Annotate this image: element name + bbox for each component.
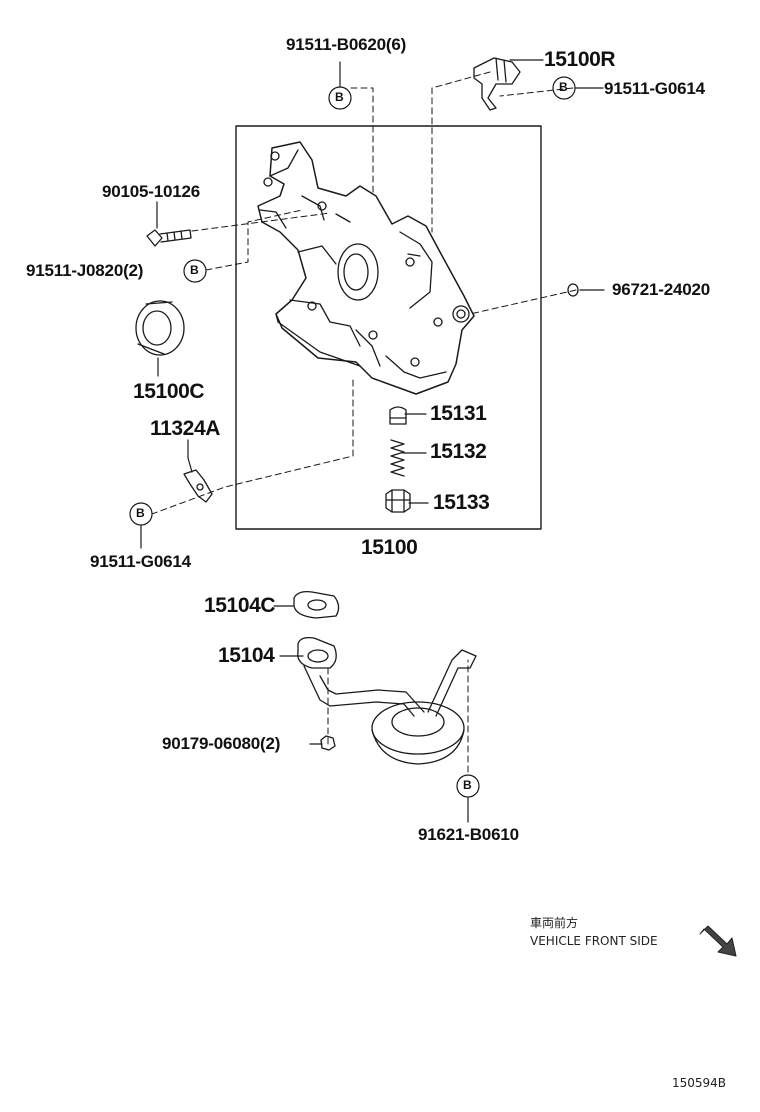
label-96721-24020: 96721-24020 <box>612 280 711 299</box>
callout-b-5: B <box>463 778 472 792</box>
label-15132: 15132 <box>430 440 487 463</box>
oil-strainer-15104 <box>297 636 477 765</box>
label-15100c: 15100C <box>133 380 205 403</box>
relief-spring-15132 <box>390 439 405 477</box>
vehicle-front-japanese: 車両前方 <box>530 916 579 930</box>
label-15100: 15100 <box>361 536 418 559</box>
label-91511-j0820: 91511-J0820(2) <box>26 261 144 280</box>
label-11324a: 11324A <box>150 417 221 440</box>
sensor-15100r <box>473 57 521 111</box>
vehicle-front-english: VEHICLE FRONT SIDE <box>530 934 658 948</box>
callout-b-3: B <box>190 263 199 277</box>
bracket-11324a <box>183 469 213 503</box>
callout-circle-b0620 <box>328 86 352 110</box>
relief-plunger-15131 <box>389 406 407 425</box>
assembly-frame <box>235 125 542 530</box>
leader-lines <box>140 59 605 823</box>
label-15104: 15104 <box>218 644 275 667</box>
oil-pump-housing <box>257 141 475 395</box>
gasket-15104c <box>293 590 340 619</box>
label-90105-10126: 90105-10126 <box>102 182 201 201</box>
label-91621-b0610: 91621-B0610 <box>418 825 519 844</box>
bolt-90105-10126 <box>146 229 192 247</box>
label-15131: 15131 <box>430 402 487 425</box>
label-91511-b0620: 91511-B0620(6) <box>286 35 407 54</box>
label-90179-06080: 90179-06080(2) <box>162 734 281 753</box>
vehicle-front-arrow <box>699 925 737 957</box>
dashed-guides <box>151 71 577 773</box>
callout-circle-g0614-top <box>552 76 576 100</box>
b-callout-circles <box>129 76 576 798</box>
label-91511-g0614-bottom: 91511-G0614 <box>90 552 191 571</box>
illustration-code: 150594B <box>672 1076 727 1090</box>
label-91511-g0614-top: 91511-G0614 <box>604 79 705 98</box>
callout-b-1: B <box>335 90 344 104</box>
label-15133: 15133 <box>433 491 490 514</box>
relief-plug-15133 <box>385 489 411 513</box>
label-15104c: 15104C <box>204 594 276 617</box>
oil-seal-15100c <box>135 300 185 356</box>
callout-circle-b0610 <box>456 774 480 798</box>
callout-circle-j0820 <box>183 259 207 283</box>
callout-b-4: B <box>136 506 145 520</box>
callout-circle-g0614-bottom <box>129 502 153 526</box>
o-ring-96721-24020 <box>567 283 579 297</box>
label-15100r: 15100R <box>544 48 616 71</box>
callout-b-2: B <box>559 80 568 94</box>
nut-90179-06080 <box>320 735 336 751</box>
